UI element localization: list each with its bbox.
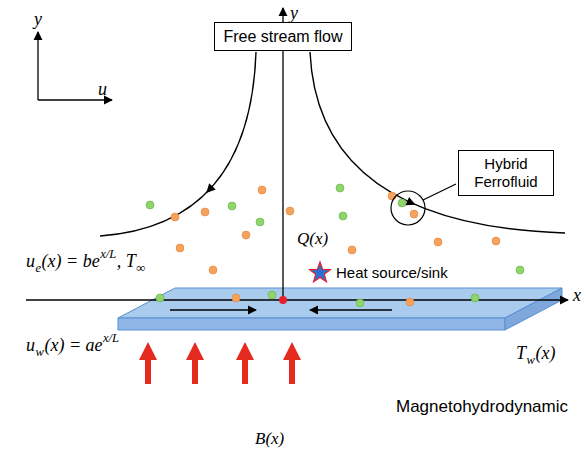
math-symbol: u — [26, 252, 35, 270]
plate-side — [505, 288, 562, 330]
streamlines — [100, 52, 565, 236]
math-symbol: (x) — [535, 344, 555, 362]
particle — [242, 231, 250, 239]
math-symbol: (x) = ae — [44, 336, 102, 354]
particle — [209, 266, 217, 274]
math-symbol: x/L — [100, 248, 116, 261]
particle — [336, 184, 344, 192]
particle — [176, 244, 184, 252]
annotation-label: y — [290, 4, 298, 22]
particle — [156, 294, 164, 302]
particle — [171, 213, 179, 221]
annotation-label: Magnetohydrodynamic — [396, 398, 568, 415]
stretch-arrow — [310, 309, 392, 310]
math-symbol: ∞ — [136, 262, 145, 275]
annotation-label: x — [573, 286, 581, 304]
axis-line — [26, 299, 568, 300]
annotation-label: Q(x) — [297, 230, 328, 247]
particle — [434, 238, 442, 246]
streamline — [310, 52, 565, 233]
particle — [516, 266, 524, 274]
particle — [398, 199, 406, 207]
annotation-label: u — [98, 80, 107, 98]
small-axes — [38, 32, 112, 100]
math-symbol: e — [36, 262, 42, 275]
callout — [391, 184, 456, 225]
stretch-arrow — [170, 309, 256, 310]
particle — [406, 298, 414, 306]
box-label: Hybrid Ferrofluid — [467, 155, 545, 191]
math-symbol: u — [26, 336, 35, 354]
axis-line — [37, 32, 38, 100]
particle — [228, 202, 236, 210]
particle — [492, 237, 500, 245]
svg-part — [236, 342, 254, 360]
particle — [471, 294, 479, 302]
math-symbol: (x) = be — [42, 252, 100, 270]
particle — [201, 208, 209, 216]
particle — [356, 299, 364, 307]
field-arrow — [283, 342, 301, 384]
math-symbol: w — [527, 354, 535, 367]
field-arrow — [236, 342, 254, 384]
annotation-label: B(x) — [255, 430, 284, 447]
svg-part — [242, 358, 248, 384]
svg-part — [145, 358, 151, 384]
magnetic-field-arrows — [139, 342, 301, 384]
plate-front — [118, 318, 505, 330]
particle — [256, 218, 264, 226]
heat-source-star — [310, 262, 331, 282]
text-box: Hybrid Ferrofluid — [458, 150, 554, 196]
text-box: Free stream flow — [214, 22, 351, 51]
box-label: Free stream flow — [223, 27, 342, 46]
math-symbol: x/L — [103, 332, 119, 345]
particle — [286, 207, 294, 215]
arrow-head — [206, 183, 215, 193]
origin-dot — [279, 296, 287, 304]
svg-part — [283, 342, 301, 360]
particle — [258, 186, 266, 194]
svg-part — [192, 358, 198, 384]
arrow-head — [405, 197, 415, 205]
annotation-label: y — [34, 10, 42, 28]
particle — [232, 294, 240, 302]
main-axes — [26, 8, 568, 304]
math-symbol: , T — [117, 252, 136, 270]
field-arrow — [186, 342, 204, 384]
particle — [348, 246, 356, 254]
nanoparticles — [146, 184, 524, 307]
particle — [388, 192, 396, 200]
particle — [339, 212, 347, 220]
particle — [410, 210, 418, 218]
svg-part — [186, 342, 204, 360]
plate — [118, 288, 562, 330]
callout-circle — [391, 191, 425, 225]
svg-part — [289, 358, 295, 384]
plate-top — [118, 288, 562, 318]
axis-line — [38, 99, 112, 100]
axis-line — [282, 8, 283, 300]
particle — [268, 291, 276, 299]
star-symbol — [310, 262, 331, 282]
math-symbol: T — [516, 344, 526, 362]
leader-line — [423, 184, 456, 200]
annotation-label: Heat source/sink — [336, 265, 448, 280]
particle — [146, 201, 154, 209]
svg-part — [139, 342, 157, 360]
math-symbol: w — [36, 346, 44, 359]
field-arrow — [139, 342, 157, 384]
streamline — [100, 52, 256, 236]
